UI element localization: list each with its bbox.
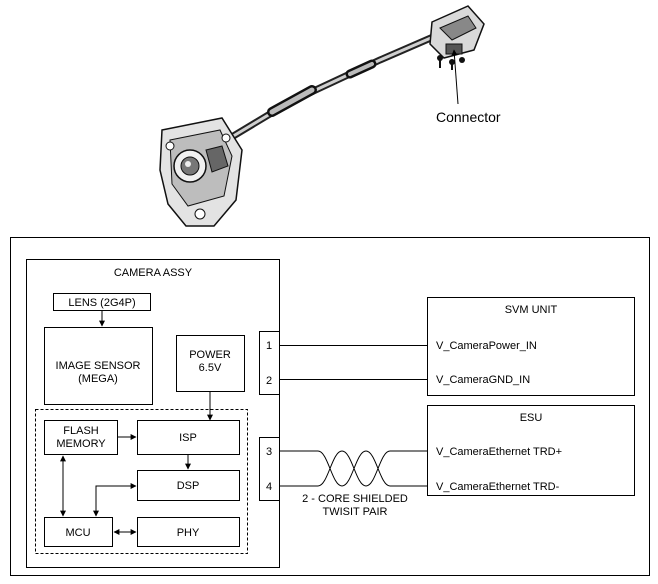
dsp-box <box>137 470 240 501</box>
esu-box <box>427 405 635 496</box>
esu-title: ESU <box>520 412 543 424</box>
camera-illustration: Connector <box>159 5 501 227</box>
camera-assy-title: CAMERA ASSY <box>114 267 193 279</box>
pin-1-label: 1 <box>266 340 272 352</box>
flash-memory-label-1: FLASH <box>63 425 99 437</box>
lens-label: LENS (2G4P) <box>68 297 135 309</box>
twisted-pair-wires <box>280 450 427 487</box>
svm-unit-box <box>427 297 635 396</box>
cable-label-2: TWISIT PAIR <box>323 506 388 518</box>
esu-signal-trd-minus: V_CameraEthernet TRD- <box>436 481 560 493</box>
processing-subsystem-border <box>35 409 248 554</box>
power-label-1: POWER <box>189 349 231 361</box>
power-label-2: 6.5V <box>199 362 222 374</box>
flash-memory-box <box>44 420 118 455</box>
phy-label: PHY <box>177 527 200 539</box>
connector-pins-1-2 <box>259 331 280 395</box>
flash-memory-label-2: MEMORY <box>56 438 106 450</box>
svm-signal-power: V_CameraPower_IN <box>436 340 537 352</box>
image-sensor-label-1: IMAGE SENSOR <box>56 360 141 372</box>
isp-label: ISP <box>179 432 197 444</box>
diagram-frame <box>10 237 650 576</box>
esu-signal-trd-plus: V_CameraEthernet TRD+ <box>436 446 562 458</box>
image-sensor-label-2: (MEGA) <box>78 373 118 385</box>
isp-box <box>137 420 240 455</box>
power-box <box>176 335 245 392</box>
camera-assy-box <box>26 259 280 568</box>
svm-signal-gnd: V_CameraGND_IN <box>436 374 530 386</box>
phy-box <box>137 517 240 547</box>
pin-4-label: 4 <box>266 481 272 493</box>
lens-box <box>53 293 151 311</box>
cable-label-1: 2 - CORE SHIELDED <box>302 493 408 505</box>
mcu-label: MCU <box>65 527 90 539</box>
pin-3-label: 3 <box>266 446 272 458</box>
svm-unit-title: SVM UNIT <box>505 304 558 316</box>
pin-2-label: 2 <box>266 375 272 387</box>
mcu-box <box>44 517 113 547</box>
connector-pins-3-4 <box>259 437 280 501</box>
image-sensor-box <box>44 327 153 405</box>
connector-callout: Connector <box>436 109 501 125</box>
dsp-label: DSP <box>177 480 200 492</box>
mcu-dsp-arrow <box>93 483 137 517</box>
connector-illustration <box>429 5 485 70</box>
connector-leader-line <box>451 49 459 105</box>
camera-housing-illustration <box>159 117 243 227</box>
